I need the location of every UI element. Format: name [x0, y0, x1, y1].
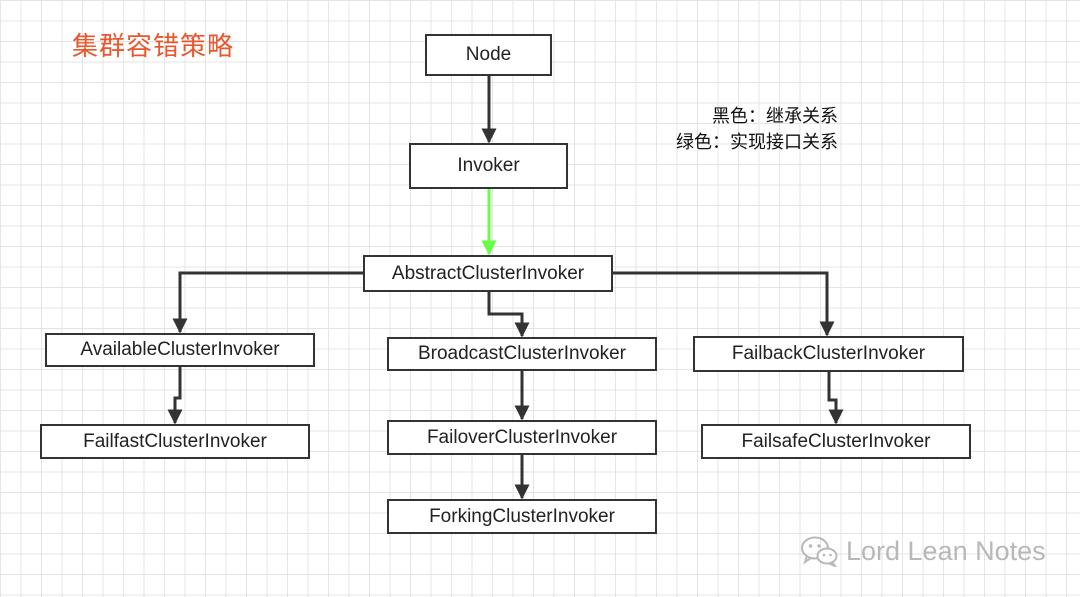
node-failback-cluster-invoker: FailbackClusterInvoker: [693, 336, 964, 372]
edge-abstract-failback: [612, 271, 835, 337]
legend-interface: 绿色：实现接口关系: [676, 132, 838, 153]
node-failover-cluster-invoker: FailoverClusterInvoker: [387, 420, 657, 455]
node-invoker: Invoker: [409, 143, 568, 189]
diagram-title: 集群容错策略: [72, 32, 235, 62]
legend: 黑色：继承关系 绿色：实现接口关系: [676, 104, 838, 156]
watermark: Lord Lean Notes: [800, 535, 1046, 567]
node-forking-cluster-invoker: ForkingClusterInvoker: [387, 499, 657, 534]
wechat-icon: [800, 535, 838, 567]
watermark-text: Lord Lean Notes: [846, 535, 1046, 566]
node-failfast-cluster-invoker: FailfastClusterInvoker: [40, 424, 310, 459]
edge-abstract-broadcast: [487, 292, 530, 338]
edge-available-failfast: [167, 366, 183, 425]
node-node: Node: [425, 34, 552, 76]
node-failsafe-cluster-invoker: FailsafeClusterInvoker: [701, 424, 971, 459]
node-abstract-cluster-invoker: AbstractClusterInvoker: [363, 255, 613, 292]
edge-abstract-available: [172, 271, 363, 334]
legend-inheritance: 黑色：继承关系: [712, 106, 838, 127]
node-broadcast-cluster-invoker: BroadcastClusterInvoker: [387, 337, 657, 371]
node-available-cluster-invoker: AvailableClusterInvoker: [45, 333, 315, 367]
edge-failback-failsafe: [827, 372, 844, 425]
